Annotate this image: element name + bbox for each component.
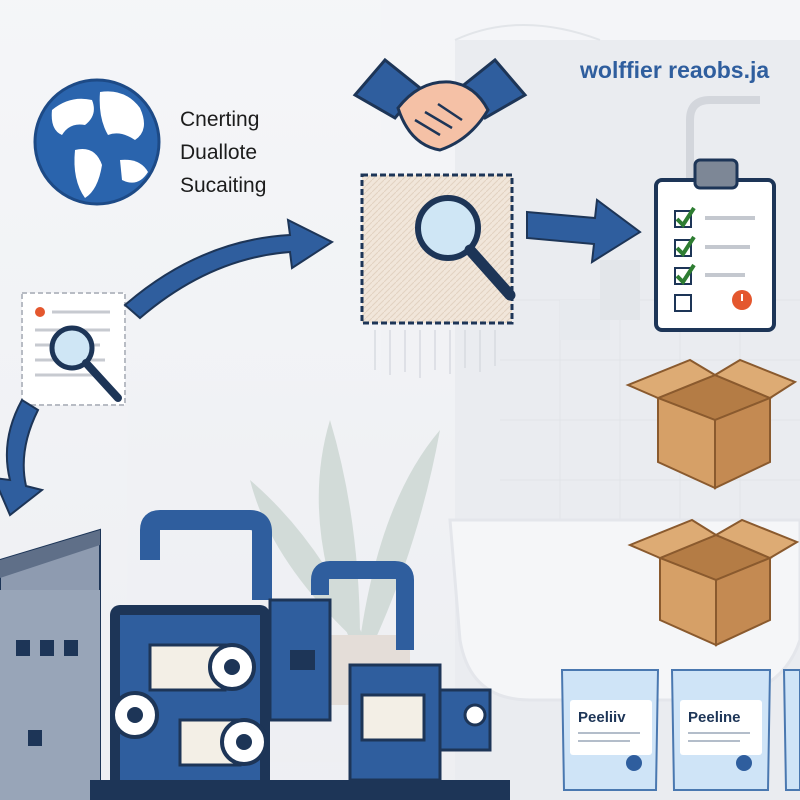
globe-icon (33, 78, 161, 206)
globe-caption: Cnerting Duallote Sucaiting (180, 108, 266, 197)
caption-line-1: Cnerting (180, 108, 259, 131)
pack-label: Peeliiv (578, 709, 626, 726)
paper-roll (360, 693, 426, 742)
flow-arrows (0, 198, 642, 517)
arrow-fabric-to-clipboard (526, 198, 642, 264)
caption-line-2: Duallote (180, 141, 257, 164)
magnifier-icon (49, 325, 122, 402)
wipes-pack (782, 669, 800, 791)
checklist-item-3 (674, 263, 745, 286)
paper-roll (178, 718, 268, 767)
box-icon (627, 518, 800, 647)
checklist-item-2 (674, 235, 750, 258)
fabric-inspection (360, 173, 516, 378)
magnifier-icon (415, 195, 516, 301)
paper-roll (111, 691, 159, 739)
brand-text: wolffier reaobs.ja (579, 57, 769, 83)
alert-dot (35, 307, 45, 317)
checklist-item-1 (674, 206, 755, 229)
handshake-icon (352, 57, 528, 152)
wipes-pack: Peeline (670, 669, 772, 791)
clipboard-checklist-icon (654, 158, 776, 332)
factory-icon (0, 528, 101, 800)
caption-line-3: Sucaiting (180, 174, 266, 197)
wipes-pack-icon (736, 755, 752, 771)
paper-roll (148, 643, 256, 692)
roll-machine-icon (90, 510, 510, 800)
arrow-doc-to-fabric (123, 218, 335, 320)
arrow-doc-to-factory (0, 398, 45, 517)
wipes-pack: Peeliiv (560, 669, 660, 791)
box-icon (625, 358, 798, 490)
wipes-pack-icon (626, 755, 642, 771)
document-inspection (21, 292, 126, 406)
pack-label: Peeline (688, 709, 741, 726)
checklist-item-4 (674, 290, 752, 312)
